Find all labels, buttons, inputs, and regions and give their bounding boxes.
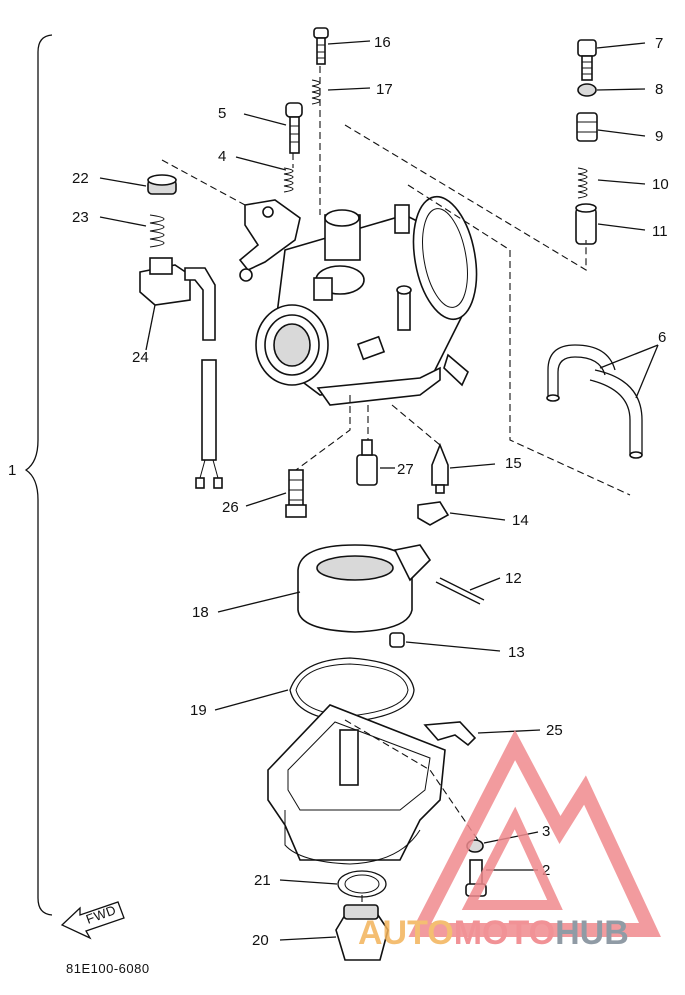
callout-18: 18 — [192, 604, 209, 621]
float-18 — [297, 544, 432, 633]
assembly-lines — [161, 66, 631, 905]
callout-25: 25 — [546, 722, 563, 739]
watermark-logo: AUTOMOTOHUB — [358, 729, 661, 952]
callout-16: 16 — [374, 34, 391, 51]
watermark-hub: HUB — [555, 914, 629, 952]
callout-9: 9 — [655, 128, 663, 145]
watermark-moto: MOTO — [454, 914, 555, 952]
callout-22: 22 — [72, 170, 89, 187]
needle-valve-15 — [431, 442, 449, 494]
mixture-screw-7 — [577, 39, 597, 81]
callout-13: 13 — [508, 644, 525, 661]
washer-21 — [337, 870, 387, 898]
main-jet-26 — [285, 469, 307, 518]
hose-6 — [546, 344, 643, 459]
callout-23: 23 — [72, 209, 89, 226]
callout-5: 5 — [218, 105, 226, 122]
callout-26: 26 — [222, 499, 239, 516]
cap-22 — [147, 174, 177, 195]
callout-27: 27 — [397, 461, 414, 478]
watermark-text: AUTOMOTOHUB — [358, 914, 629, 952]
float-pin-12 — [435, 577, 485, 605]
pilot-jet-27 — [356, 439, 378, 486]
throttle-stop-screw-16 — [313, 27, 329, 65]
callout-7: 7 — [655, 35, 663, 52]
part-labels: 1 16 17 5 4 22 23 24 7 8 9 10 11 6 26 27… — [8, 34, 669, 976]
watermark-auto: AUTO — [358, 914, 454, 952]
cable — [195, 359, 223, 489]
callout-12: 12 — [505, 570, 522, 587]
callout-21: 21 — [254, 872, 271, 889]
callout-11: 11 — [652, 223, 668, 240]
carburetor-body — [238, 195, 478, 406]
callout-20: 20 — [252, 932, 269, 949]
nut-8 — [577, 83, 597, 97]
callout-24: 24 — [132, 349, 149, 366]
valve-seat-13 — [389, 632, 405, 648]
bracket-25 — [423, 721, 477, 747]
callout-19: 19 — [190, 702, 207, 719]
spring-10 — [577, 167, 588, 199]
forward-label: FWD — [84, 902, 118, 927]
callout-17: 17 — [376, 81, 393, 98]
plunger-11 — [575, 203, 597, 245]
drawing-code: 81E100-6080 — [66, 961, 150, 976]
float-bowl — [267, 704, 446, 865]
forward-arrow-icon: FWD — [60, 901, 125, 940]
spring-4 — [283, 167, 294, 193]
spring-17 — [311, 79, 321, 105]
pilot-screw-5 — [285, 102, 303, 154]
callout-2: 2 — [542, 862, 550, 879]
callout-8: 8 — [655, 81, 663, 98]
assembly-bracket — [24, 34, 53, 916]
gasket-19 — [289, 657, 415, 723]
callout-10: 10 — [652, 176, 669, 193]
callout-4: 4 — [218, 148, 226, 165]
spring-23 — [149, 214, 165, 248]
clip-14 — [417, 501, 450, 526]
drain-plug-20 — [335, 904, 389, 961]
callout-6: 6 — [658, 329, 666, 346]
callout-15: 15 — [505, 455, 522, 472]
leader-lines — [99, 40, 659, 941]
callout-14: 14 — [512, 512, 529, 529]
callout-3: 3 — [542, 823, 550, 840]
starter-plunger-24 — [139, 257, 216, 341]
fitting-9 — [576, 112, 598, 142]
callout-1: 1 — [8, 462, 16, 479]
